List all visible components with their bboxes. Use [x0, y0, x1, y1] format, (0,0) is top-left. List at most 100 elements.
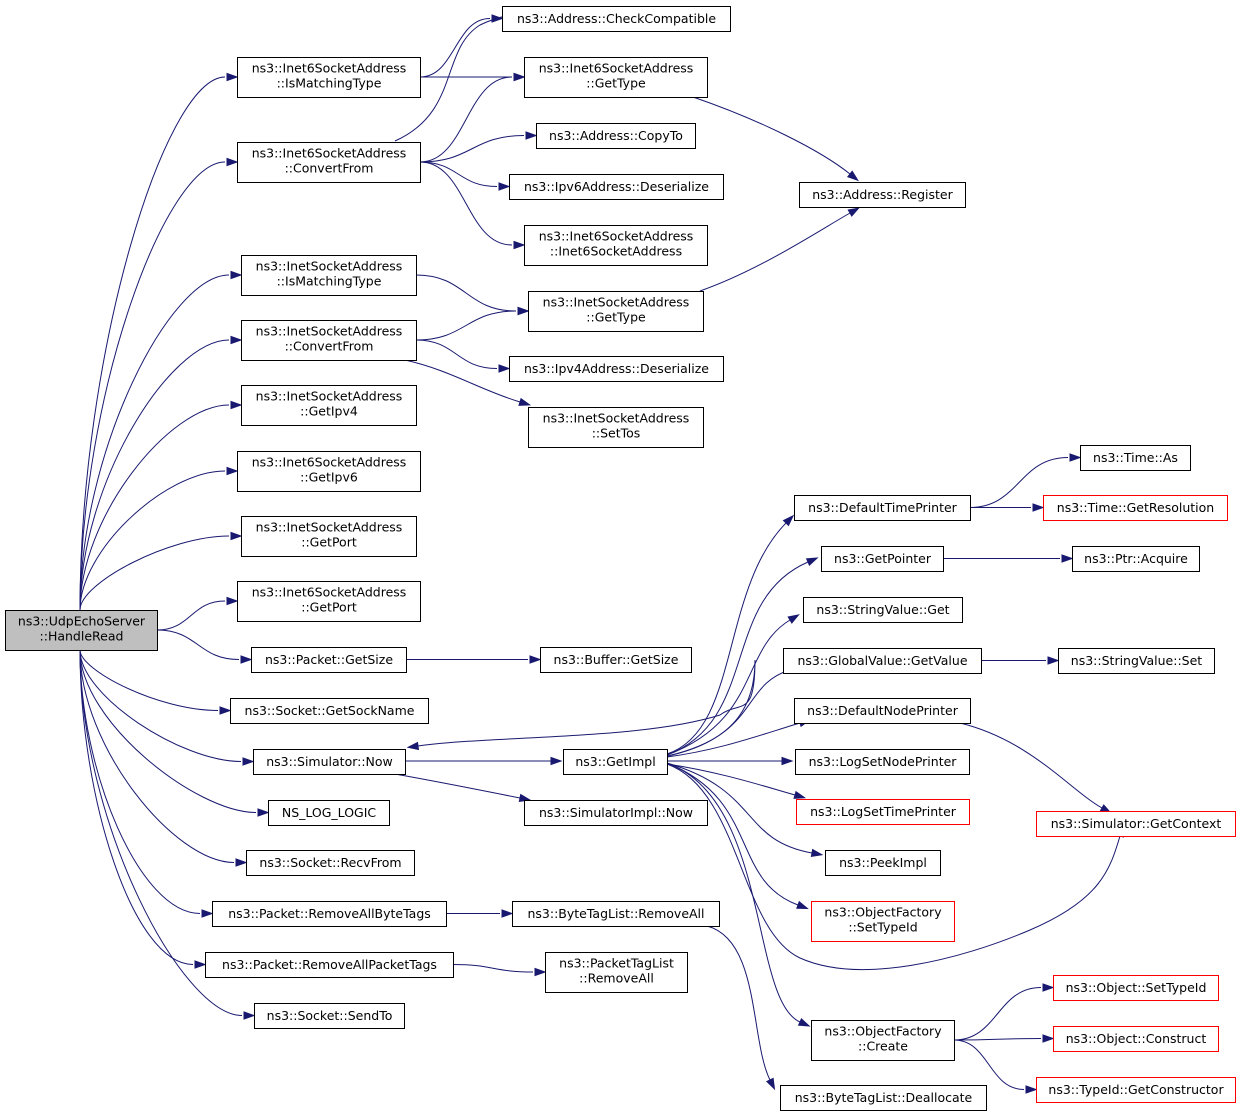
node-label: ns3::InetSocketAddress: [256, 389, 403, 404]
function-node[interactable]: ns3::Ptr::Acquire: [1072, 546, 1200, 572]
node-box: [241, 255, 417, 296]
call-edge: [666, 762, 813, 854]
function-node[interactable]: ns3::InetSocketAddress::GetType: [528, 291, 704, 332]
node-box: [230, 698, 429, 724]
node-label: ns3::Ipv4Address::Deserialize: [524, 361, 709, 376]
function-node[interactable]: ns3::ObjectFactory::SetTypeId: [811, 901, 955, 942]
function-node[interactable]: ns3::DefaultTimePrinter: [794, 495, 971, 521]
function-node[interactable]: ns3::Socket::GetSockName: [230, 698, 429, 724]
function-node[interactable]: ns3::Address::CheckCompatible: [502, 6, 731, 32]
call-edge: [666, 669, 791, 757]
function-node[interactable]: ns3::Buffer::GetSize: [540, 647, 692, 673]
edge-arrowhead: [498, 182, 511, 191]
call-edge: [79, 76, 226, 611]
edge-arrowhead: [1042, 1034, 1055, 1043]
edge-arrowhead: [226, 72, 239, 82]
function-node[interactable]: ns3::Object::Construct: [1053, 1026, 1219, 1052]
edge-arrowhead: [797, 1017, 811, 1027]
function-node[interactable]: ns3::Socket::SendTo: [254, 1003, 405, 1029]
node-label: ns3::Packet::RemoveAllByteTags: [228, 906, 431, 921]
node-box: [241, 516, 417, 557]
function-node[interactable]: ns3::Packet::GetSize: [251, 647, 407, 673]
node-box: [254, 1003, 405, 1029]
function-node[interactable]: ns3::StringValue::Get: [803, 597, 963, 623]
edge-arrowhead: [1032, 503, 1045, 512]
function-node[interactable]: ns3::Simulator::GetContext: [1036, 811, 1236, 837]
node-box: [1036, 1077, 1236, 1103]
call-edge: [79, 649, 235, 863]
edge-arrowhead: [513, 240, 526, 250]
call-edge: [666, 763, 1121, 971]
function-node[interactable]: ns3::Inet6SocketAddress::IsMatchingType: [237, 57, 421, 98]
node-label: ::IsMatchingType: [277, 274, 382, 289]
function-node[interactable]: ns3::Simulator::Now: [253, 749, 406, 775]
function-node[interactable]: ns3::Inet6SocketAddress::ConvertFrom: [237, 142, 421, 183]
edge-arrowhead: [1069, 453, 1082, 462]
node-label: ns3::TypeId::GetConstructor: [1048, 1082, 1224, 1097]
function-node[interactable]: ns3::SimulatorImpl::Now: [524, 800, 708, 826]
function-node[interactable]: ns3::DefaultNodePrinter: [794, 698, 971, 724]
node-label: ns3::Inet6SocketAddress: [539, 229, 694, 244]
function-node[interactable]: ns3::ObjectFactory::Create: [811, 1020, 955, 1061]
function-node[interactable]: ns3::InetSocketAddress::ConvertFrom: [241, 320, 417, 361]
function-node[interactable]: ns3::PeekImpl: [825, 850, 941, 876]
edge-arrowhead: [847, 207, 861, 217]
node-box: [268, 800, 390, 826]
function-node[interactable]: ns3::Time::GetResolution: [1043, 495, 1228, 521]
function-node[interactable]: ns3::LogSetTimePrinter: [796, 799, 970, 825]
call-edge: [419, 161, 513, 246]
function-node[interactable]: ns3::Time::As: [1080, 445, 1191, 471]
function-node[interactable]: ns3::ByteTagList::Deallocate: [780, 1085, 987, 1111]
function-node[interactable]: ns3::GetPointer: [821, 546, 944, 572]
function-node[interactable]: ns3::InetSocketAddress::GetPort: [241, 516, 417, 557]
function-node[interactable]: ns3::Inet6SocketAddress::GetIpv6: [237, 451, 421, 492]
call-edge: [415, 339, 498, 369]
call-edge: [79, 470, 226, 611]
call-edge: [79, 339, 230, 611]
call-edge: [706, 925, 771, 1081]
function-node[interactable]: ns3::Ipv4Address::Deserialize: [509, 356, 724, 382]
node-label: ::RemoveAll: [579, 971, 654, 986]
edge-arrowhead: [501, 909, 514, 918]
node-label: ns3::Time::GetResolution: [1057, 500, 1214, 515]
function-node[interactable]: ns3::ByteTagList::RemoveAll: [512, 901, 720, 927]
function-node[interactable]: ns3::InetSocketAddress::GetIpv4: [241, 385, 417, 426]
function-node[interactable]: ns3::InetSocketAddress::SetTos: [528, 407, 704, 448]
node-label: ns3::GetImpl: [575, 754, 655, 769]
edge-arrowhead: [1061, 554, 1074, 563]
function-node[interactable]: ns3::Address::CopyTo: [536, 123, 696, 149]
node-label: ns3::UdpEchoServer: [18, 614, 146, 629]
function-node[interactable]: ns3::TypeId::GetConstructor: [1036, 1077, 1236, 1103]
function-node[interactable]: ns3::Address::Register: [799, 182, 966, 208]
node-label: ns3::DefaultNodePrinter: [807, 703, 959, 718]
node-box: [803, 597, 963, 623]
function-node[interactable]: ns3::Packet::RemoveAllByteTags: [212, 901, 447, 927]
function-node[interactable]: ns3::Object::SetTypeId: [1053, 975, 1219, 1001]
call-edge: [156, 629, 240, 660]
call-edge: [419, 18, 491, 78]
function-node[interactable]: ns3::GetImpl: [563, 749, 668, 775]
function-node[interactable]: ns3::StringValue::Set: [1058, 648, 1215, 674]
node-box: [509, 174, 724, 200]
function-node[interactable]: ns3::InetSocketAddress::IsMatchingType: [241, 255, 417, 296]
function-node[interactable]: ns3::GlobalValue::GetValue: [783, 648, 982, 674]
function-node[interactable]: ns3::Ipv6Address::Deserialize: [509, 174, 724, 200]
function-node[interactable]: ns3::Inet6SocketAddress::GetPort: [237, 581, 421, 622]
function-node[interactable]: ns3::Socket::RecvFrom: [246, 850, 415, 876]
function-node[interactable]: NS_LOG_LOGIC: [268, 800, 390, 826]
function-node[interactable]: ns3::Packet::RemoveAllPacketTags: [205, 952, 454, 978]
node-label: ns3::Ptr::Acquire: [1084, 551, 1188, 566]
edge-arrowhead: [787, 614, 800, 624]
node-label: ns3::ObjectFactory: [824, 905, 942, 920]
function-node[interactable]: ns3::Inet6SocketAddress::GetType: [524, 57, 708, 98]
node-label: ::SetTos: [592, 426, 641, 441]
node-label: NS_LOG_LOGIC: [282, 805, 377, 820]
function-node[interactable]: ns3::Inet6SocketAddress::Inet6SocketAddr…: [524, 225, 708, 266]
node-box: [536, 123, 696, 149]
call-edge: [79, 649, 194, 965]
call-edge: [415, 274, 517, 312]
function-node[interactable]: ns3::LogSetNodePrinter: [795, 749, 970, 775]
function-node[interactable]: ns3::PacketTagList::RemoveAll: [545, 952, 688, 993]
edge-arrowhead: [513, 72, 526, 82]
call-edge: [417, 659, 756, 757]
